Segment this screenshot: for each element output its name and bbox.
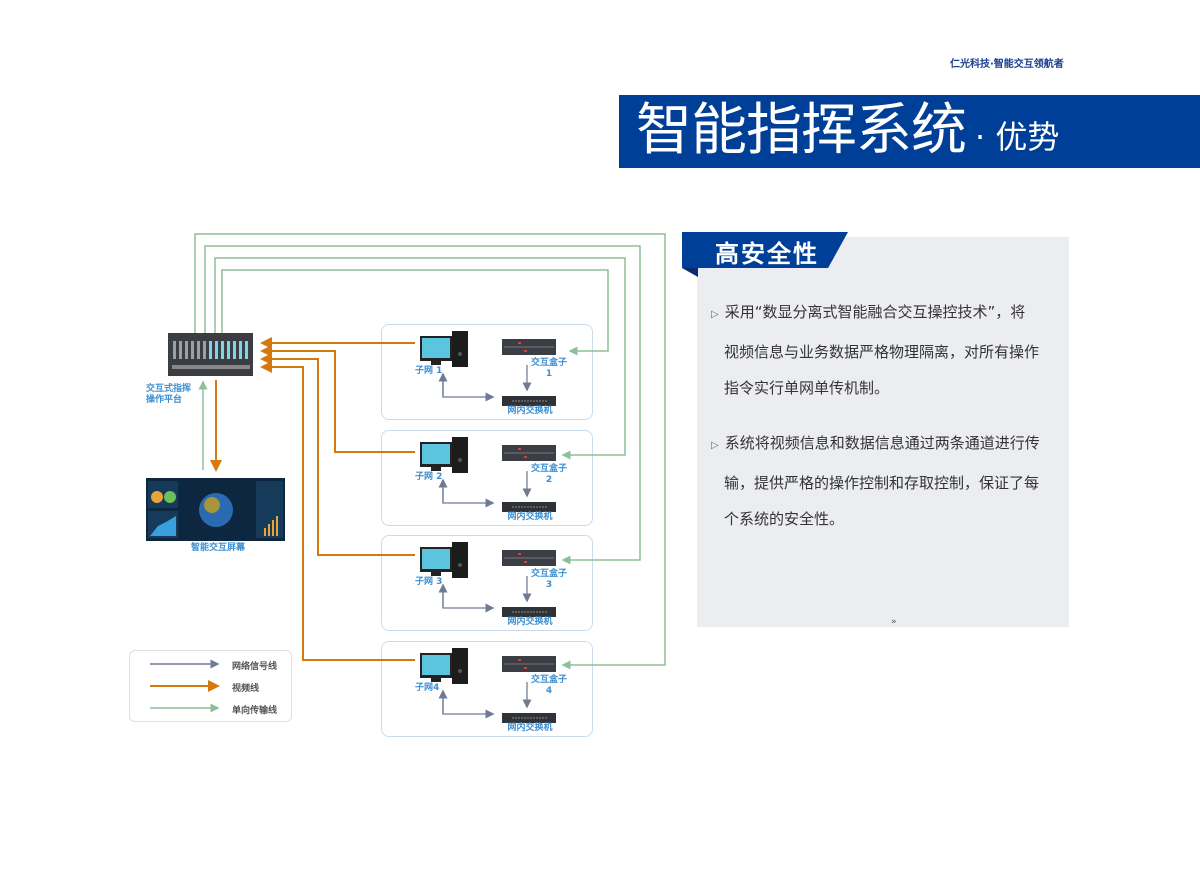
- network-switch-icon: [502, 502, 556, 512]
- interactive-screen-icon: [146, 478, 285, 541]
- bullet-arrow-icon: ▷: [711, 440, 719, 451]
- section-title: 高安全性: [715, 240, 819, 268]
- content-panel: [697, 237, 1069, 627]
- tab-fold: [682, 268, 698, 277]
- interaction-box-number: 1: [545, 369, 553, 379]
- subnet-box-2: [381, 430, 593, 526]
- page-subtitle: · 优势: [975, 118, 1060, 156]
- switch-label: 网内交换机: [507, 723, 553, 733]
- command-platform-icon: [168, 333, 253, 376]
- platform-label: 交互式指挥操作平台: [146, 384, 192, 405]
- computer-icon: [420, 542, 468, 578]
- subnet-box-3: [381, 535, 593, 631]
- subnet-label: 子网 2: [415, 472, 443, 482]
- computer-icon: [420, 437, 468, 473]
- page-title: 智能指挥系统: [636, 98, 967, 163]
- network-switch-icon: [502, 396, 556, 406]
- network-switch-icon: [502, 713, 556, 723]
- bullet-2: ▷ 系统将视频信息和数据信息通过两条通道进行传 输，提供严格的操作控制和存取控制，…: [711, 425, 1056, 538]
- interaction-box-icon: [502, 550, 556, 566]
- bullet-text: 视频信息与业务数据严格物理隔离，对所有操作: [724, 342, 1040, 361]
- subnet-label: 子网4: [415, 683, 440, 693]
- interaction-box-icon: [502, 339, 556, 355]
- interaction-box-number: 4: [545, 686, 553, 696]
- interaction-box-label: 交互盒子: [530, 675, 567, 685]
- one-way-lines: [194, 233, 666, 670]
- bullet-1: ▷ 采用“数显分离式智能融合交互操控技术”，将 视频信息与业务数据严格物理隔离，对…: [711, 294, 1056, 407]
- computer-icon: [420, 648, 468, 684]
- screen-label: 智能交互屏幕: [190, 543, 245, 553]
- double-chevron-right-icon[interactable]: »: [891, 617, 897, 627]
- interaction-box-icon: [502, 656, 556, 672]
- network-lines: [438, 365, 532, 719]
- brand-slogan: 仁光科技·智能交互领航者: [950, 59, 1064, 70]
- network-switch-icon: [502, 607, 556, 617]
- interaction-box-icon: [502, 445, 556, 461]
- interaction-box-number: 2: [545, 475, 553, 485]
- interaction-box-label: 交互盒子: [530, 464, 567, 474]
- bullet-text: 个系统的安全性。: [724, 510, 845, 528]
- bullet-arrow-icon: ▷: [711, 309, 719, 320]
- subnet-box-4: [381, 641, 593, 737]
- subnet-label: 子网 3: [415, 577, 443, 587]
- bullet-text: 指令实行单网单传机制。: [724, 379, 890, 397]
- bullet-text: 系统将视频信息和数据信息通过两条通道进行传: [724, 434, 1040, 452]
- title-bar: [619, 95, 1200, 168]
- legend-label: 网络信号线: [232, 662, 278, 672]
- subnet-label: 子网 1: [415, 366, 443, 376]
- interaction-box-label: 交互盒子: [530, 358, 567, 368]
- interaction-box-number: 3: [545, 580, 553, 590]
- legend-label: 视频线: [232, 684, 260, 694]
- computer-icon: [420, 331, 468, 367]
- legend-label: 单向传输线: [232, 706, 278, 716]
- legend-box: [129, 650, 292, 722]
- video-lines: [210, 337, 415, 661]
- bullet-text: 采用“数显分离式智能融合交互操控技术”，将: [724, 303, 1026, 321]
- bullet-text: 输，提供严格的操作控制和存取控制，保证了每: [724, 473, 1040, 492]
- switch-label: 网内交换机: [507, 617, 553, 627]
- switch-label: 网内交换机: [507, 512, 553, 522]
- section-tab: [682, 232, 848, 268]
- switch-label: 网内交换机: [507, 406, 553, 416]
- subnet-box-1: [381, 324, 593, 420]
- interaction-box-label: 交互盒子: [530, 569, 567, 579]
